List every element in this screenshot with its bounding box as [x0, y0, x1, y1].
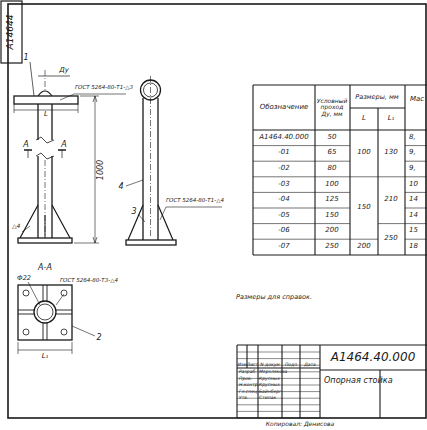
drawing-label: 200: [357, 243, 370, 250]
drawing-label: Обозначение: [260, 104, 309, 111]
rule-line: [237, 404, 320, 405]
drawing-label: ГОСТ 5264-80-Т1-△4: [166, 198, 224, 204]
drawing-label: 14: [409, 212, 418, 219]
drawing-label: 1: [23, 54, 28, 62]
rule-line: [405, 208, 427, 209]
drawing-label: 10: [409, 181, 418, 188]
drawing-label: 250: [384, 236, 397, 243]
rule-line: [405, 161, 427, 162]
rule-line: [405, 223, 427, 224]
drawing-label: Копировал: Денисова: [266, 421, 335, 427]
drawing-label: 80: [328, 165, 337, 172]
drawing-label: Ду: [59, 67, 69, 74]
drawing-label: Стипак: [259, 396, 276, 401]
drawing-label: L: [362, 115, 366, 122]
rule-line: [253, 176, 350, 177]
drawing-label: 210: [384, 197, 397, 204]
drawing-label: ГОСТ 5264-80-Т3-△4: [60, 278, 118, 284]
drawing-label: Размеры, мм: [355, 94, 398, 101]
rule-line: [405, 192, 427, 193]
drawing-label: 8,: [409, 134, 416, 141]
drawing-label: А-А: [38, 264, 52, 272]
rule-line: [350, 239, 378, 240]
drawing-label: -04: [278, 197, 289, 204]
drawing-label: А: [61, 141, 66, 149]
rule-line: [253, 208, 350, 209]
drawing-label: 18: [409, 243, 418, 250]
drawing-label: 150: [357, 204, 370, 211]
rule-line: [237, 411, 320, 412]
drawing-label: L₁: [42, 353, 49, 360]
drawing-label: Лист: [247, 363, 258, 368]
drawing-label: 9,: [409, 150, 416, 157]
rule-line: [253, 223, 350, 224]
drawing-label: Мас: [410, 96, 424, 103]
rule-line: [237, 398, 320, 399]
rule-line: [253, 192, 350, 193]
rule-line: [405, 239, 427, 240]
drawing-label: Байнберг: [259, 389, 281, 394]
drawing-label: ГОСТ 5264-80-Т1-△3: [75, 85, 133, 91]
rule-line: [237, 352, 320, 353]
rule-line: [237, 358, 320, 359]
drawing-label: Условный проход Ду, мм: [315, 98, 349, 117]
drawing-label: L: [44, 111, 48, 118]
drawing-label: А14644: [6, 15, 15, 50]
drawing-label: Пров.: [239, 376, 252, 381]
drawing-label: Размеры для справок.: [236, 294, 312, 301]
drawing-label: -07: [278, 243, 289, 250]
rule-line: [405, 145, 427, 146]
rule-line: [253, 161, 350, 162]
drawing-label: 125: [325, 197, 338, 204]
drawing-label: 14: [409, 197, 418, 204]
drawing-label: А: [23, 141, 28, 149]
drawing-label: 2: [96, 334, 101, 342]
drawing-label: А1464.40.000: [331, 351, 416, 364]
drawing-label: △4: [12, 223, 20, 229]
drawing-label: 9,: [409, 165, 416, 172]
drawing-label: 4: [118, 183, 123, 191]
drawing-label: Подп: [285, 363, 297, 368]
drawing-label: 15: [409, 228, 418, 235]
drawing-label: Ф22: [17, 275, 31, 282]
rule-line: [237, 418, 320, 419]
drawing-label: 100: [325, 181, 338, 188]
rule-line: [253, 239, 350, 240]
rule-line: [405, 176, 427, 177]
drawing-label: Н.контр.: [239, 383, 259, 388]
drawing-label: Изм: [237, 363, 246, 368]
drawing-label: Мерзлякова: [259, 370, 287, 375]
drawing-label: L₁: [388, 115, 395, 122]
drawing-label: -06: [278, 228, 289, 235]
drawing-label: Утв.: [239, 396, 248, 401]
drawing-label: -03: [278, 181, 289, 188]
drawing-label: А1464.40.000: [259, 134, 308, 141]
rule-line: [378, 176, 405, 177]
drawing-label: Разраб.: [239, 370, 257, 375]
drawing-label: 1000: [97, 160, 105, 180]
drawing-label: Крупных: [259, 383, 280, 388]
rule-line: [350, 176, 378, 177]
drawing-label: 50: [328, 134, 337, 141]
drawing-label: Дата: [304, 363, 316, 368]
drawing-label: 200: [325, 228, 338, 235]
drawing-label: -02: [278, 165, 289, 172]
drawing-label: Гл.спец.: [239, 389, 259, 394]
drawing-label: -05: [278, 212, 289, 219]
drawing-label: -01: [278, 150, 289, 157]
drawing-label: Крупных: [259, 376, 280, 381]
drawing-label: 65: [328, 150, 337, 157]
drawing-label: 150: [325, 212, 338, 219]
drawing-label: N докум: [260, 363, 279, 368]
drawing-label: 130: [384, 150, 397, 157]
rule-line: [378, 223, 405, 224]
drawing-label: 100: [357, 150, 370, 157]
drawing-title: Опорная стойка: [324, 376, 393, 384]
drawing-label: 250: [325, 243, 338, 250]
rule-line: [253, 145, 350, 146]
drawing-label: 3: [131, 208, 136, 216]
